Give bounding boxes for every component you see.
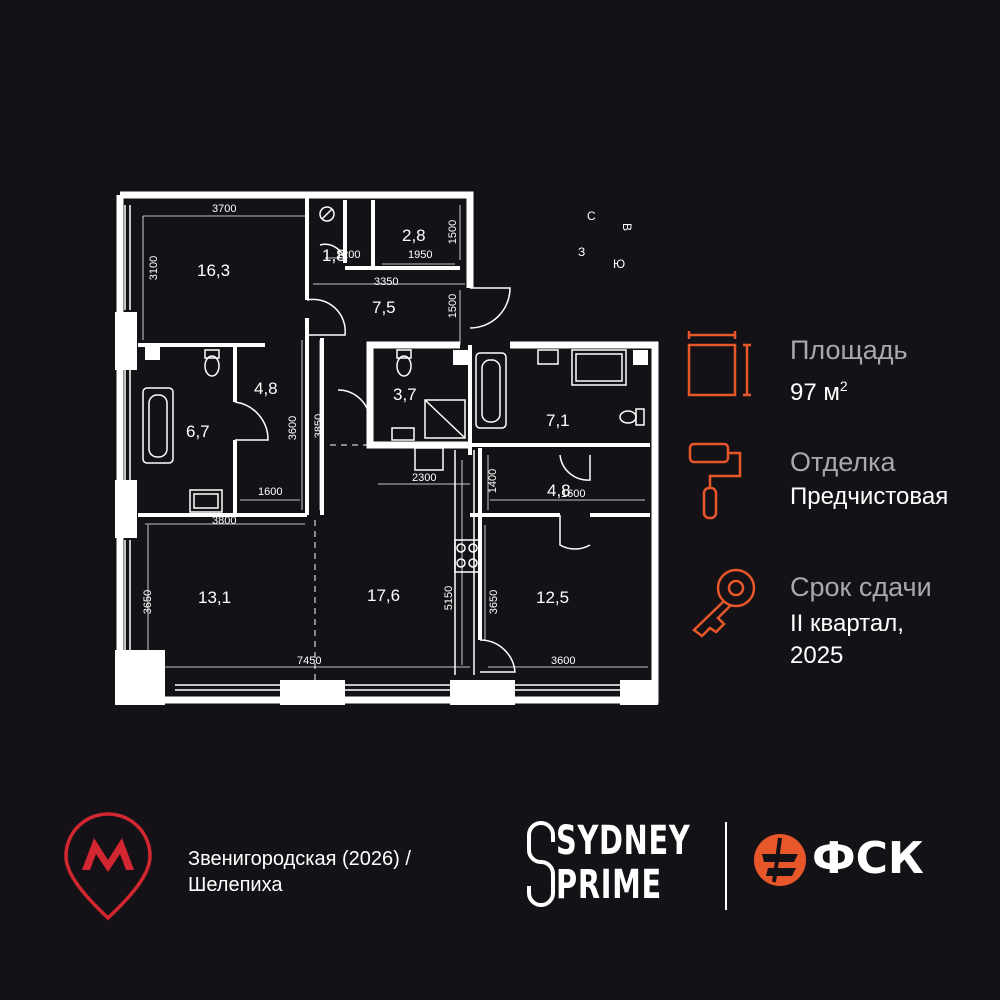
developer-name: ФСК: [812, 833, 924, 884]
dim-label: 3700: [212, 203, 237, 215]
plan-dimension-lines: [142, 205, 648, 668]
dim-label: 1500: [447, 293, 460, 319]
finish-value: Предчистовая: [790, 483, 949, 510]
area-value: 97 м2: [790, 371, 848, 408]
room-area: 3,7: [393, 385, 417, 404]
compass-south: Ю: [613, 257, 626, 271]
dim-label: 3600: [287, 415, 300, 441]
project-name-line-1: SYDNEY: [556, 818, 691, 864]
plan-interior-walls: [138, 195, 650, 640]
area-icon: [687, 331, 751, 397]
room-area: 4,8: [254, 379, 278, 398]
fsk-logo-icon: [754, 834, 806, 886]
dim-label: 5150: [443, 585, 456, 611]
area-value-number: 97 м: [790, 379, 840, 406]
metro-icon: [64, 812, 152, 921]
room-area: 6,7: [186, 422, 210, 441]
dim-label: 3850: [313, 413, 326, 439]
plan-columns: [115, 312, 658, 705]
dim-label: 3650: [142, 589, 155, 615]
dim-label: 1400: [487, 468, 500, 494]
area-unit-sup: 2: [839, 378, 848, 394]
dim-label: 3600: [551, 655, 576, 667]
key-icon: [692, 568, 756, 638]
room-area: 1,8: [322, 246, 346, 265]
room-area: 7,1: [546, 411, 570, 430]
room-area: 7,5: [372, 298, 396, 317]
compass-east: В: [620, 222, 635, 232]
plan-fixtures: [142, 206, 645, 675]
metro-station-line-2: Шелепиха: [188, 874, 283, 896]
sydney-prime-logo-icon: [527, 821, 555, 907]
compass-north: С: [587, 209, 596, 223]
dim-label: 2300: [412, 472, 437, 484]
dim-label: 7450: [297, 655, 322, 667]
footer-divider: [725, 822, 727, 910]
dim-label: 3350: [374, 276, 399, 288]
finish-label: Отделка: [790, 447, 896, 477]
dim-label: 3100: [148, 255, 161, 281]
room-area: 16,3: [197, 261, 231, 280]
delivery-label: Срок сдачи: [790, 572, 932, 602]
dim-label: 1950: [408, 249, 433, 261]
dim-label: 1500: [447, 219, 460, 245]
room-area: 12,5: [536, 588, 570, 607]
dim-label: 1600: [258, 486, 283, 498]
plan-windows: [124, 205, 620, 691]
metro-station: Звенигородская (2026) / Шелепиха: [188, 846, 411, 898]
plan-doors: [234, 243, 591, 673]
dim-label: 1200: [336, 249, 361, 261]
room-area: 13,1: [198, 588, 232, 607]
delivery-line-1: II квартал,: [790, 610, 904, 637]
paint-roller-icon: [688, 442, 742, 520]
dim-label: 3650: [488, 589, 501, 615]
plan-zone-lines: [314, 444, 370, 690]
room-area: 4,8: [547, 481, 571, 500]
metro-station-line-1: Звенигородская (2026) /: [188, 848, 411, 870]
room-area: 2,8: [402, 226, 426, 245]
area-label: Площадь: [790, 335, 908, 365]
room-area: 17,6: [367, 586, 401, 605]
dim-label: 3800: [212, 515, 237, 527]
delivery-line-2: 2025: [790, 642, 844, 669]
project-name-line-2: PRIME: [556, 862, 662, 908]
compass-west: З: [578, 245, 586, 259]
dim-label: 1600: [561, 488, 586, 500]
